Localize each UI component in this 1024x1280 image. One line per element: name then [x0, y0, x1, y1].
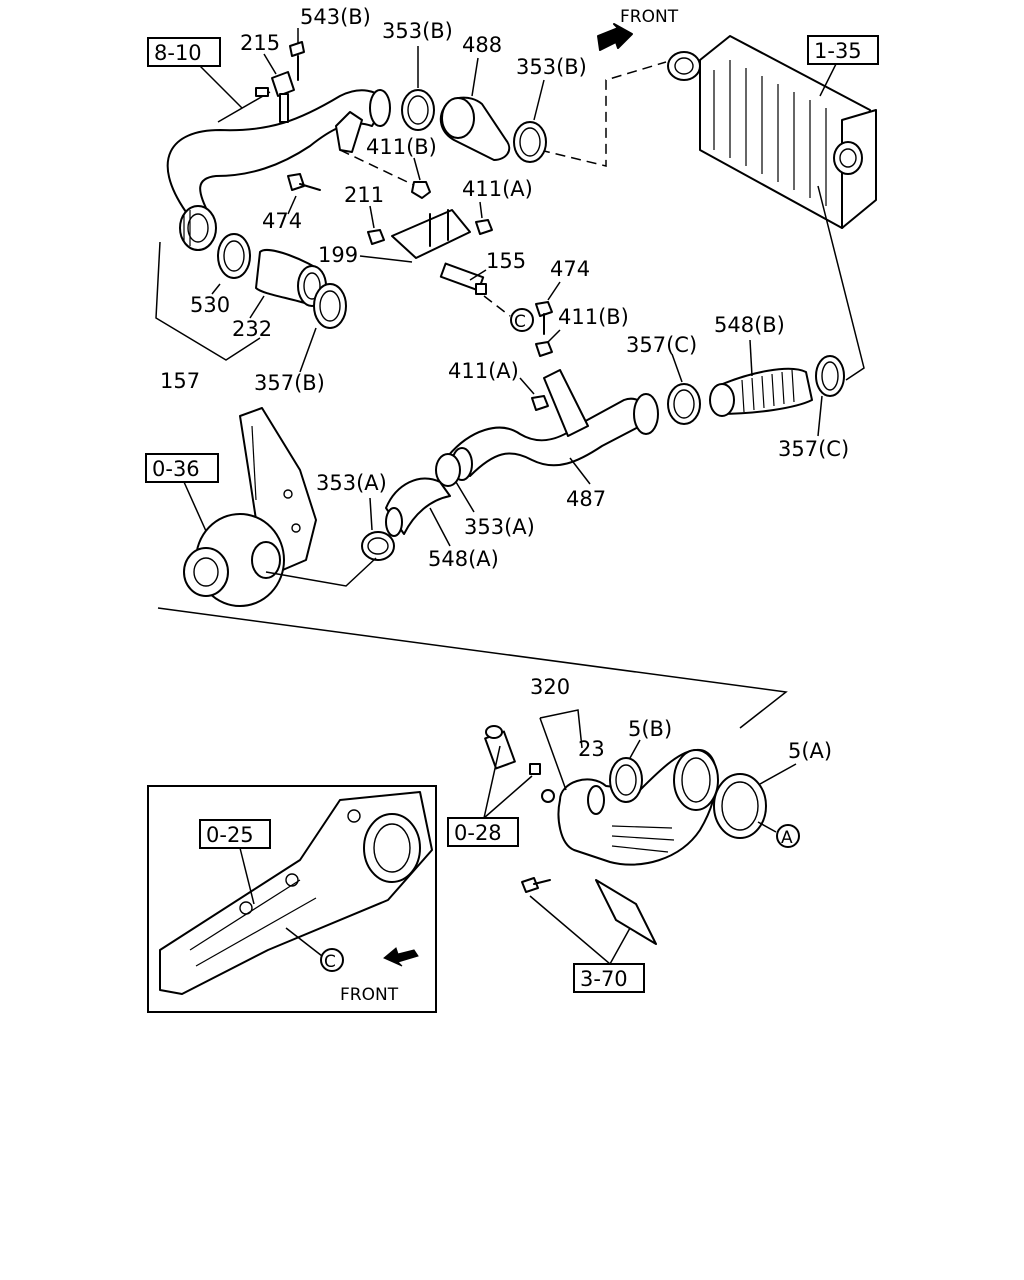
- label-353b-2: 353(B): [516, 55, 587, 79]
- ref-label-0-28: 0-28: [454, 821, 502, 845]
- label-411b-1: 411(B): [366, 135, 437, 159]
- ref-label-3-70: 3-70: [580, 967, 628, 991]
- air-duct-320: [541, 748, 719, 945]
- label-232: 232: [232, 317, 272, 341]
- ref-box-0-28: [447, 817, 519, 847]
- clamp-353b-1: [401, 89, 435, 131]
- label-548b: 548(B): [714, 313, 785, 337]
- intake-manifold: [159, 791, 433, 995]
- label-411a-1: 411(A): [462, 177, 533, 201]
- label-543b: 543(B): [300, 5, 371, 29]
- ref-box-1-35: [807, 35, 879, 65]
- front-label-inset: FRONT: [340, 985, 399, 1005]
- label-411a-2: 411(A): [448, 359, 519, 383]
- ref-label-0-36: 0-36: [152, 457, 200, 481]
- label-474-1: 474: [262, 209, 302, 233]
- bracket-upper: [335, 111, 363, 153]
- clamp-353b-2: [513, 121, 547, 163]
- label-211: 211: [344, 183, 384, 207]
- hose-548a: [385, 477, 451, 537]
- clamp-353a-1: [361, 531, 395, 561]
- tube-0-28: [484, 725, 541, 775]
- svg-text:A: A: [781, 828, 793, 848]
- sensor-215: [217, 71, 295, 123]
- label-357c-1: 357(C): [626, 333, 697, 357]
- label-5b: 5(B): [628, 717, 672, 741]
- bracket-199: [391, 209, 471, 259]
- label-5a: 5(A): [788, 739, 832, 763]
- svg-text:C: C: [514, 312, 526, 332]
- sensor-155: [439, 262, 487, 295]
- label-320: 320: [530, 675, 570, 699]
- clamp-5a: [713, 773, 767, 839]
- ref-box-0-36: [145, 453, 219, 483]
- hose-157: [166, 89, 391, 251]
- callout-c-2: C: [320, 948, 344, 972]
- callout-c-1: C: [510, 308, 534, 332]
- label-411b-2: 411(B): [558, 305, 629, 329]
- nut-411a-1: [475, 219, 493, 235]
- clamp-5b: [609, 757, 643, 803]
- front-arrow-icon: [597, 23, 633, 51]
- label-23: 23: [578, 737, 605, 761]
- label-474-2: 474: [550, 257, 590, 281]
- ref-box-8-10: [147, 37, 221, 67]
- bolt-543b: [289, 41, 305, 81]
- label-215: 215: [240, 31, 280, 55]
- clamp-357c-1: [667, 383, 701, 425]
- label-357b: 357(B): [254, 371, 325, 395]
- label-155: 155: [486, 249, 526, 273]
- ref-box-0-25: [199, 819, 271, 849]
- hose-548b: [709, 367, 813, 417]
- nut-411b-1: [411, 181, 431, 199]
- front-label-top: FRONT: [620, 7, 679, 27]
- nut-411b-2: [535, 341, 553, 357]
- label-488: 488: [462, 33, 502, 57]
- label-353a-2: 353(A): [464, 515, 535, 539]
- ref-label-0-25: 0-25: [206, 823, 254, 847]
- svg-text:C: C: [324, 952, 336, 972]
- clamp-357b: [313, 283, 347, 329]
- hose-488: [439, 96, 511, 161]
- intercooler: [667, 35, 877, 229]
- label-353a-1: 353(A): [316, 471, 387, 495]
- pipe-487: [447, 369, 659, 481]
- label-487: 487: [566, 487, 606, 511]
- nut-211: [367, 229, 385, 245]
- label-548a: 548(A): [428, 547, 499, 571]
- clamp-530: [217, 233, 251, 279]
- label-157: 157: [160, 369, 200, 393]
- clamp-357c-2: [815, 355, 845, 397]
- bolt-474-1: [287, 173, 321, 191]
- clamp-353a-2: [435, 453, 461, 487]
- front-arrow-inset-icon: [383, 947, 419, 967]
- label-199: 199: [318, 243, 358, 267]
- nut-411a-2: [531, 395, 549, 411]
- ref-label-1-35: 1-35: [814, 39, 862, 63]
- label-357c-2: 357(C): [778, 437, 849, 461]
- sleeve-232: [255, 249, 327, 307]
- ref-label-8-10: 8-10: [154, 41, 202, 65]
- bolt-474-2: [535, 301, 553, 335]
- turbocharger: [183, 407, 317, 607]
- label-353b-1: 353(B): [382, 19, 453, 43]
- ref-box-3-70: [573, 963, 645, 993]
- callout-a: A: [776, 824, 800, 848]
- bolt-lower: [521, 877, 551, 893]
- label-530: 530: [190, 293, 230, 317]
